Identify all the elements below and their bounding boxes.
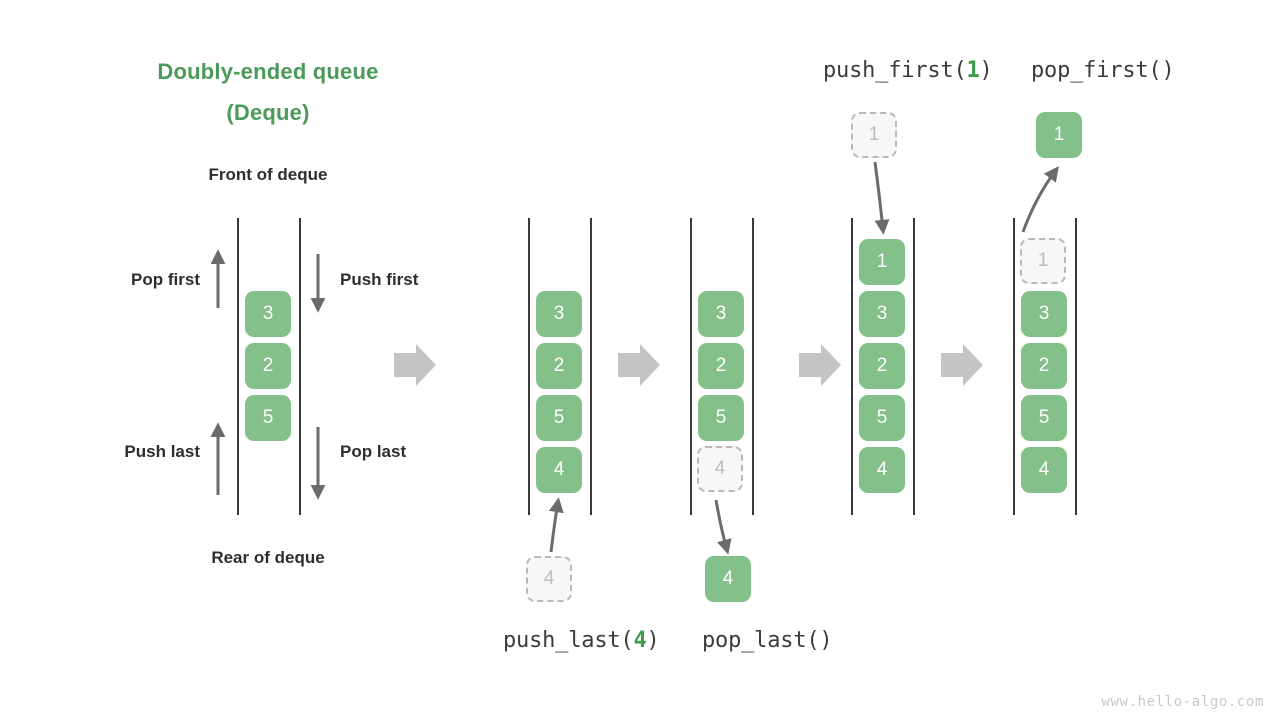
deque-box: 2	[1021, 343, 1067, 389]
box-value: 2	[553, 355, 565, 376]
box-value: 3	[262, 303, 274, 324]
box-value: 1	[1053, 124, 1065, 145]
box-value: 3	[715, 303, 727, 324]
box-value: 2	[876, 355, 888, 376]
deque-box: 1	[859, 239, 905, 285]
page-title-line1: Doubly-ended queue	[157, 59, 379, 84]
box-value: 1	[1037, 250, 1049, 271]
deque-box: 5	[698, 395, 744, 441]
push-first-label: Push first	[340, 270, 419, 289]
caption-pop-last: pop_last()	[702, 628, 833, 653]
deque-ghost-box: 4	[697, 446, 743, 492]
transition-arrow-4	[941, 344, 983, 386]
pop-last-eject-arrow	[714, 499, 732, 555]
pop-first-label: Pop first	[131, 270, 200, 289]
watermark: www.hello-algo.com	[1101, 694, 1264, 710]
rail-left-panel3	[690, 218, 692, 515]
deque-box: 5	[1021, 395, 1067, 441]
box-value: 5	[876, 407, 888, 428]
caption-suffix: )	[646, 628, 660, 653]
deque-box: 3	[1021, 291, 1067, 337]
rail-right-panel3	[752, 218, 754, 515]
caption-arg: 1	[966, 58, 980, 83]
transition-arrow-1	[394, 344, 436, 386]
box-value: 3	[1038, 303, 1050, 324]
box-value: 4	[722, 568, 734, 589]
box-value: 2	[1038, 355, 1050, 376]
box-value: 4	[876, 459, 888, 480]
box-value: 4	[714, 458, 726, 479]
box-value: 2	[715, 355, 727, 376]
box-value: 3	[553, 303, 565, 324]
pop-last-label: Pop last	[340, 442, 407, 461]
box-value: 4	[543, 568, 555, 589]
deque-box: 5	[536, 395, 582, 441]
caption-push-first: push_first(1)	[823, 58, 993, 83]
deque-box: 4	[859, 447, 905, 493]
floating-result-box: 4	[705, 556, 751, 602]
caption-pop-first: pop_first()	[1031, 58, 1175, 83]
caption-text: push_last(	[503, 628, 634, 653]
caption-suffix: )	[979, 58, 993, 83]
box-value: 5	[715, 407, 727, 428]
deque-box: 5	[245, 395, 291, 441]
box-value: 1	[876, 251, 888, 272]
floating-ghost-box: 1	[851, 112, 897, 158]
deque-box: 3	[698, 291, 744, 337]
rail-left-panel1	[237, 218, 239, 515]
deque-box: 3	[245, 291, 291, 337]
rail-right-panel1	[299, 218, 301, 515]
caption-push-last: push_last(4)	[503, 628, 660, 653]
deque-box: 4	[1021, 447, 1067, 493]
push-last-label: Push last	[124, 442, 200, 461]
deque-box: 5	[859, 395, 905, 441]
rail-left-panel2	[528, 218, 530, 515]
rail-right-panel4	[913, 218, 915, 515]
rear-of-deque-label: Rear of deque	[211, 548, 325, 567]
box-value: 3	[876, 303, 888, 324]
caption-arg: 4	[633, 628, 647, 653]
deque-box: 3	[536, 291, 582, 337]
transition-arrow-3	[799, 344, 841, 386]
transition-arrow-2	[618, 344, 660, 386]
pop-first-eject-arrow	[1021, 166, 1059, 233]
rail-right-panel2	[590, 218, 592, 515]
rail-right-panel5	[1075, 218, 1077, 515]
push-first-insert-arrow	[873, 161, 890, 235]
deque-box: 2	[859, 343, 905, 389]
deque-box: 4	[536, 447, 582, 493]
front-of-deque-label: Front of deque	[208, 165, 328, 184]
caption-text: push_first(	[823, 58, 967, 83]
deque-box: 2	[536, 343, 582, 389]
box-value: 5	[262, 407, 274, 428]
deque-box: 3	[859, 291, 905, 337]
box-value: 4	[1038, 459, 1050, 480]
box-value: 4	[553, 459, 565, 480]
rail-left-panel5	[1013, 218, 1015, 515]
box-value: 2	[262, 355, 274, 376]
box-value: 1	[868, 124, 880, 145]
deque-box: 2	[698, 343, 744, 389]
deque-box: 2	[245, 343, 291, 389]
deque-ghost-box: 1	[1020, 238, 1066, 284]
floating-ghost-box: 4	[526, 556, 572, 602]
page-title-line2: (Deque)	[226, 100, 310, 125]
floating-result-box: 1	[1036, 112, 1082, 158]
push-last-insert-arrow	[548, 497, 564, 553]
rail-left-panel4	[851, 218, 853, 515]
box-value: 5	[553, 407, 565, 428]
box-value: 5	[1038, 407, 1050, 428]
